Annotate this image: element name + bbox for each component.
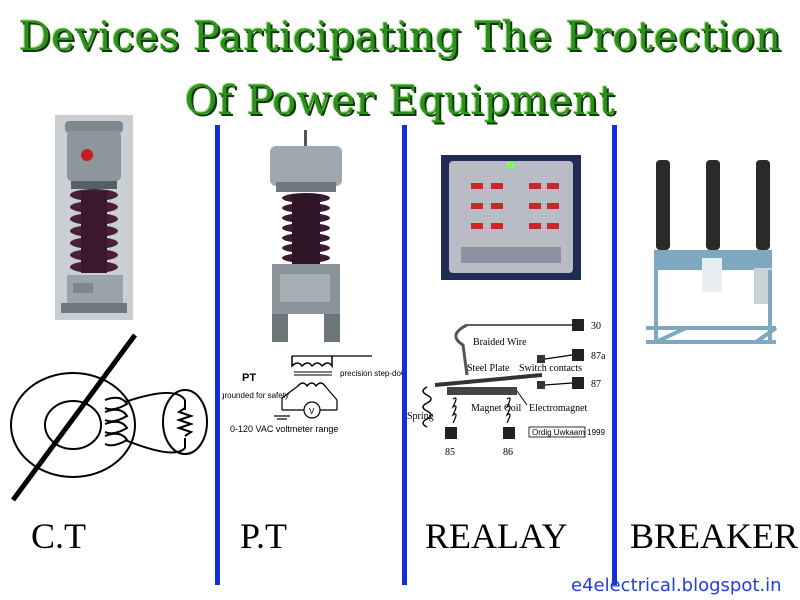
relay-label: REALAY xyxy=(425,516,568,556)
breaker-photo xyxy=(646,160,778,344)
divider-3 xyxy=(612,125,617,585)
pt-ratio-label: precision step-down ratio xyxy=(340,369,402,378)
relay-schematic: 30 87a 87 Braided Wire Steel Plate Switc… xyxy=(407,319,606,458)
voltmeter-symbol: V xyxy=(309,407,315,416)
pt-photo xyxy=(270,130,342,342)
page-title-line1: Devices Participating The Protection xyxy=(18,14,782,60)
terminal-86: 86 xyxy=(503,447,513,458)
terminal-85: 85 xyxy=(445,447,455,458)
pt-grounded-label: grounded for safety xyxy=(222,391,289,400)
pt-schematic: PT V grounded for safety precision step-… xyxy=(222,355,402,434)
relay-spring: Spring xyxy=(407,411,434,422)
divider-1 xyxy=(215,125,220,585)
ct-label: C.T xyxy=(31,516,87,556)
terminal-30: 30 xyxy=(591,321,601,332)
breaker-label: BREAKER xyxy=(630,516,799,556)
relay-credit: Ordig Uwkaam 1999 xyxy=(532,428,605,437)
terminal-87a: 87a xyxy=(591,351,606,362)
relay-electromagnet: Electromagnet xyxy=(529,403,588,414)
relay-photo xyxy=(441,155,581,280)
watermark: e4electrical.blogspot.in xyxy=(571,575,782,596)
pt-schematic-name: PT xyxy=(242,372,256,384)
page-title-line2: Of Power Equipment xyxy=(184,78,616,124)
ct-schematic xyxy=(10,333,208,502)
divider-2 xyxy=(402,125,407,585)
ct-photo xyxy=(55,115,133,320)
relay-steel-plate: Steel Plate xyxy=(467,363,510,374)
relay-switch-contacts: Switch contacts xyxy=(519,363,582,374)
terminal-87: 87 xyxy=(591,379,601,390)
pt-label: P.T xyxy=(240,516,288,556)
relay-magnet-coil: Magnet Coil xyxy=(471,403,521,414)
relay-braided-wire: Braided Wire xyxy=(473,337,527,348)
pt-range-label: 0-120 VAC voltmeter range xyxy=(230,424,338,434)
